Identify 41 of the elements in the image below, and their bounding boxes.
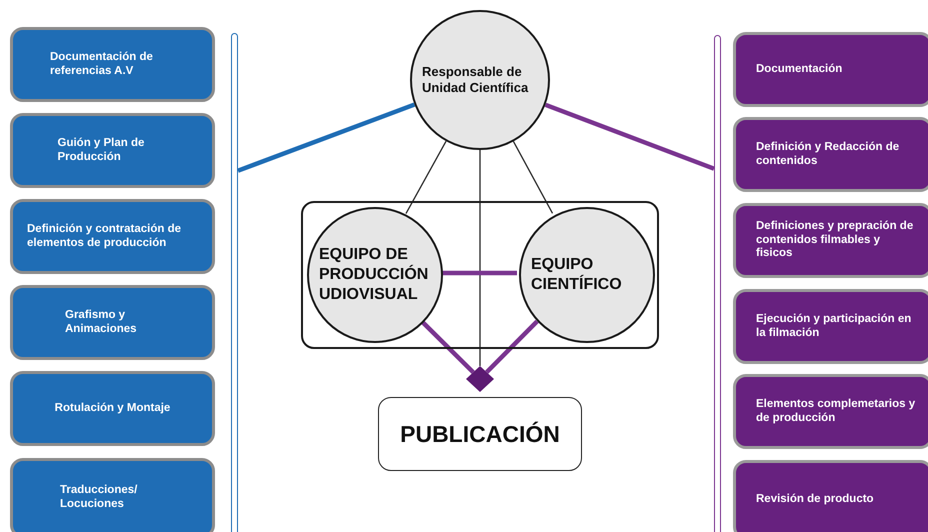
task-box	[733, 117, 928, 192]
role-label: EQUIPO CIENTÍFICO	[531, 255, 623, 295]
task-label: Definición y contratación de elementos de producción	[27, 222, 182, 250]
task-box	[10, 199, 215, 274]
task-box	[10, 113, 215, 188]
task-label: Documentación de referencias A.V	[50, 50, 154, 78]
connector-line	[441, 270, 517, 276]
task-label: Elementos complemetarios y de producción	[756, 398, 916, 426]
connector-line	[237, 102, 416, 173]
task-box	[733, 289, 928, 364]
task-label: Grafismo y Animaciones	[65, 308, 138, 336]
task-label: Rotulación y Montaje	[54, 402, 170, 416]
role-label: Responsable de Unidad Científica	[422, 64, 530, 96]
output-label: PUBLICACIÓN	[400, 420, 560, 448]
role-label: EQUIPO DE PRODUCCIÓN UDIOVISUAL	[319, 245, 430, 305]
task-label: Guión y Plan de Producción	[58, 136, 146, 164]
task-box	[10, 371, 215, 446]
task-box	[733, 460, 928, 532]
task-box	[733, 203, 928, 278]
connector-line	[405, 140, 447, 214]
task-label: Documentación	[756, 62, 842, 76]
task-box	[10, 458, 215, 532]
group-frame	[301, 201, 659, 349]
task-label: Traducciones/ Locuciones	[60, 484, 138, 512]
task-label: Revisión de producto	[756, 493, 874, 507]
vertical-bar	[231, 33, 238, 532]
task-label: Definiciones y prepración de contenidos filmables y fisicos	[756, 220, 914, 262]
connector-line	[512, 141, 554, 214]
connector-line	[479, 150, 481, 366]
connector-line	[420, 319, 475, 374]
output-box	[378, 397, 582, 471]
task-box	[733, 32, 928, 107]
task-box	[10, 27, 215, 102]
task-label: Ejecución y participación en la filmación	[756, 312, 912, 340]
task-label: Definición y Redacción de contenidos	[756, 140, 900, 168]
task-box	[733, 374, 928, 449]
connector-line	[544, 102, 715, 171]
junction-diamond	[466, 366, 494, 392]
connector-line	[485, 320, 539, 374]
task-box	[10, 285, 215, 360]
vertical-bar	[714, 35, 721, 532]
